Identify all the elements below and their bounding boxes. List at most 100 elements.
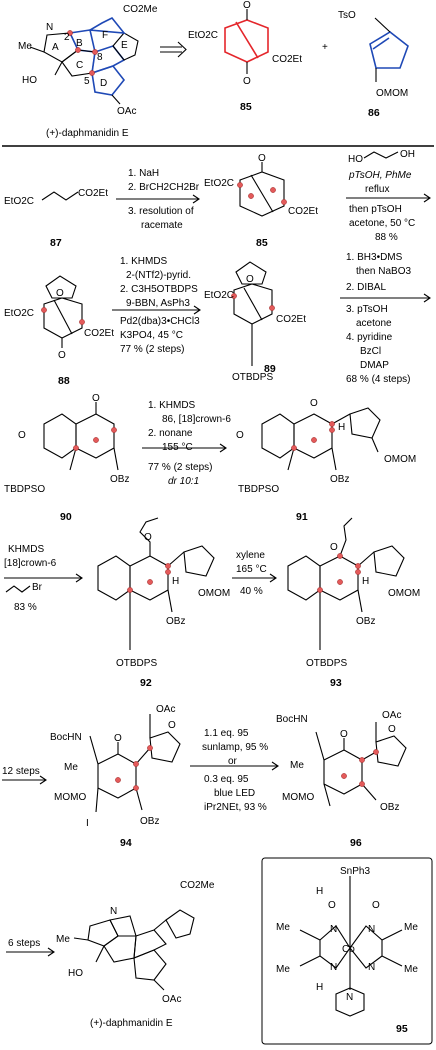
step4-cond-4: 3. pTsOH: [346, 304, 388, 315]
c96-obz-label: OBz: [380, 802, 399, 813]
c87-ester2-label: CO2Et: [78, 188, 108, 199]
ring-c-label: C: [76, 60, 83, 71]
row-4: KHMDS [18]crown-6 Br 83 % O H OMOM OBz O…: [4, 517, 420, 689]
retrosynthesis-panel: CO2Me N Me A B C D E F 2 8 5 HO OAc (+)-…: [18, 0, 409, 139]
c96-me-label: Me: [290, 760, 304, 771]
c85-ester1-label: EtO2C: [204, 178, 234, 189]
c89-id: 89: [264, 363, 276, 375]
c87-id: 87: [50, 237, 62, 249]
c91-omom-label: OMOM: [384, 454, 416, 465]
step5-cond-6: dr 10:1: [168, 476, 199, 487]
step2-cond-ho: HO: [348, 154, 363, 165]
final-product: CO2Me N Me HO OAc (+)-daphmanidin E: [56, 880, 215, 1029]
step2-cond-5: acetone, 50 °C: [349, 218, 415, 229]
c92-h-label: H: [172, 576, 179, 587]
c90-otbdps-label: TBDPSO: [4, 484, 45, 495]
compound-96: O O BocHN OAc Me MOMO OBz 96: [276, 710, 407, 849]
step4-cond-2: then NaBO3: [356, 266, 411, 277]
position-8-label: 8: [97, 52, 103, 63]
c85-ester2-label: CO2Et: [288, 206, 318, 217]
cat-pyridine-n-label: N: [346, 992, 353, 1003]
c92-o-label: O: [144, 532, 152, 543]
c96-bochn-label: BocHN: [276, 714, 308, 725]
c94-oac-label: OAc: [156, 704, 175, 715]
ring-d-label: D: [100, 78, 107, 89]
ring-a-label: A: [52, 42, 59, 53]
compound-92: O H OMOM OBz OTBDPS 92: [97, 517, 230, 689]
step5-cond-1: 1. KHMDS: [148, 400, 196, 411]
step8-pre-label: 12 steps: [2, 766, 40, 777]
step5-cond-4: 155 °C: [162, 442, 193, 453]
c96-oac-label: OAc: [382, 710, 401, 721]
c94-oxo-label: O: [114, 733, 122, 744]
final-ho-label: HO: [68, 968, 83, 979]
step3-cond-6: K3PO4, 45 °C: [120, 330, 183, 341]
step8-cond-4: 0.3 eq. 95: [204, 774, 249, 785]
c91-otbdps-label: TBDPSO: [238, 484, 279, 495]
step2-arrow: HO OH pTsOH, PhMe reflux then pTsOH acet…: [346, 149, 431, 243]
c94-id: 94: [120, 837, 132, 849]
cat-me2-label: Me: [276, 964, 290, 975]
c96-id: 96: [350, 837, 362, 849]
step8-cond-2: sunlamp, 95 %: [202, 742, 268, 753]
step5-cond-3: 2. nonane: [148, 428, 193, 439]
step4-cond-8: DMAP: [360, 360, 389, 371]
c93-oxo-label: O: [330, 542, 338, 553]
final-name: (+)-daphmanidin E: [90, 1018, 173, 1029]
step2-cond-6: 88 %: [375, 232, 398, 243]
c93-id: 93: [330, 677, 342, 689]
step4-cond-3: 2. DIBAL: [346, 282, 386, 293]
step2-cond-oh: OH: [400, 149, 415, 160]
target-me-label: Me: [18, 41, 32, 52]
step3-cond-2: 2-(NTf2)-pyrid.: [126, 270, 191, 281]
c90-id: 90: [60, 511, 72, 523]
frag85-oxo-bottom-label: O: [243, 76, 251, 87]
c88-ester2-label: CO2Et: [84, 328, 114, 339]
step8-cond-5: blue LED: [214, 788, 255, 799]
row-6: 6 steps CO2Me N Me HO OAc (+)-daphmanidi…: [6, 857, 433, 1045]
step3-cond-7: 77 % (2 steps): [120, 344, 184, 355]
frag86-tso-label: TsO: [338, 10, 356, 21]
step1-cond-2: 2. BrCH2CH2Br: [128, 182, 200, 193]
step1-cond-1: 1. NaH: [128, 168, 159, 179]
step6-arrow: KHMDS [18]crown-6 Br 83 %: [4, 544, 83, 613]
step1-cond-4: racemate: [141, 220, 183, 231]
frag86-omom-label: OMOM: [376, 88, 408, 99]
position-2-label: 2: [64, 32, 70, 43]
step4-arrow: 1. BH3•DMS then NaBO3 2. DIBAL 3. pTsOH …: [340, 252, 431, 385]
fragment-86: TsO OMOM 86: [338, 10, 409, 119]
frag85-id: 85: [240, 101, 252, 113]
c91-oxo-label: O: [310, 398, 318, 409]
step3-cond-5: Pd2(dba)3•CHCl3: [120, 316, 200, 327]
c92-obz-label: OBz: [166, 616, 185, 627]
c93-h-label: H: [362, 576, 369, 587]
fragment-85: O O EtO2C CO2Et 85: [188, 0, 302, 113]
c91-o-label: O: [236, 430, 244, 441]
cat-me1-label: Me: [276, 922, 290, 933]
c91-obz-label: OBz: [330, 474, 349, 485]
c88-oxo-label: O: [58, 350, 66, 361]
c94-bochn-label: BocHN: [50, 732, 82, 743]
catalyst-95-box: SnPh3 H O O N N N N Co Me Me Me Me H N 9…: [261, 857, 433, 1045]
cat-n4-label: N: [368, 962, 375, 973]
compound-90: O O TBDPSO OBz 90: [4, 393, 129, 523]
cat-o-top-left-label: O: [328, 900, 336, 911]
c91-h-label: H: [338, 422, 345, 433]
plus-sign: +: [322, 42, 328, 53]
c94-me-label: Me: [64, 762, 78, 773]
compound-85: O EtO2C CO2Et 85: [204, 153, 318, 249]
row-2: O O EtO2C CO2Et 88 1. KHMDS 2-(NTf2)-pyr…: [4, 252, 431, 387]
final-oac-label: OAc: [162, 994, 181, 1005]
step2-cond-4: then pTsOH: [349, 204, 402, 215]
step8-cond-3: or: [228, 756, 238, 767]
ring-f-label: F: [102, 30, 108, 41]
target-structure: CO2Me N Me A B C D E F 2 8 5 HO OAc (+)-…: [18, 4, 158, 139]
c90-oxo-label: O: [92, 393, 100, 404]
step7-arrow: xylene 165 °C 40 %: [232, 550, 277, 597]
catalyst-id: 95: [396, 1023, 408, 1035]
step8-arrow: 1.1 eq. 95 sunlamp, 95 % or 0.3 eq. 95 b…: [190, 728, 279, 813]
cat-n2-label: N: [368, 924, 375, 935]
target-oac-label: OAc: [117, 106, 136, 117]
step9-pre-label: 6 steps: [8, 938, 40, 949]
step5-cond-2: 86, [18]crown-6: [162, 414, 231, 425]
